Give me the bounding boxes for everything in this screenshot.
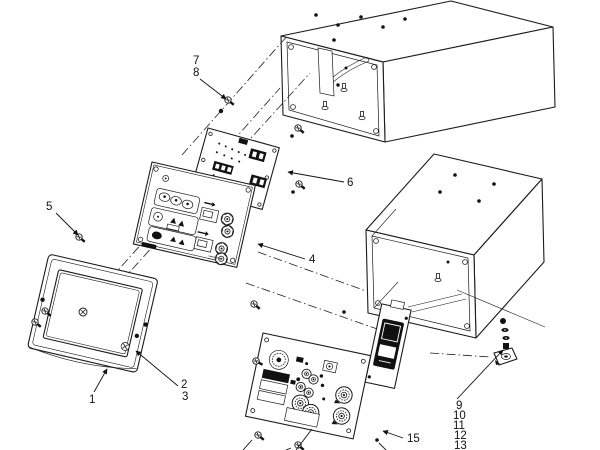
screw-item7 <box>222 94 237 108</box>
interior-bracket <box>317 47 370 121</box>
panel-fine-print <box>207 255 223 261</box>
button-row-1 <box>153 188 201 214</box>
display-bezel <box>27 254 158 373</box>
front-panel <box>132 161 256 268</box>
fuse-holder-knob <box>268 349 289 370</box>
callout-8: 8 <box>193 67 199 79</box>
spacer-item12 <box>503 343 509 349</box>
callout-5: 5 <box>46 201 52 213</box>
blank-label-plate <box>284 407 320 428</box>
rear-panel <box>244 332 372 440</box>
top-holes <box>438 173 496 203</box>
bezel-screw <box>120 342 130 351</box>
label-stack <box>256 368 296 406</box>
callout-10: 10 <box>453 410 466 422</box>
pcb-connector <box>238 137 249 146</box>
pcb-screw <box>293 178 308 192</box>
callout-2: 2 <box>181 379 187 391</box>
pcb-screw <box>292 122 307 136</box>
top-holes <box>314 13 407 42</box>
callout-15: 15 <box>407 433 420 445</box>
mounting-hardware-stack <box>493 318 518 366</box>
bnc-cluster <box>290 367 326 423</box>
button-row-2 <box>148 207 199 236</box>
cable-clamp-item13 <box>493 347 518 366</box>
remote-connector <box>322 359 338 374</box>
terminal-block <box>212 160 234 175</box>
callouts: 1 2 3 4 5 6 7 8 9 10 11 12 13 15 <box>46 55 504 450</box>
callout-11: 11 <box>453 420 465 432</box>
power-entry-module <box>373 318 404 370</box>
callout-3: 3 <box>182 391 188 403</box>
washer-item8 <box>218 108 224 114</box>
bezel-center-screw <box>78 307 88 317</box>
callout-7: 7 <box>193 55 199 67</box>
callout-13: 13 <box>454 440 467 450</box>
rear-screw <box>252 429 267 443</box>
power-led <box>162 175 170 182</box>
brand-logo <box>141 241 157 250</box>
component-block <box>295 356 304 363</box>
power-entry-bracket <box>364 293 467 389</box>
callout-12: 12 <box>454 430 467 442</box>
callout-6: 6 <box>347 177 353 189</box>
front-enclosure-box <box>280 0 556 143</box>
callout-9: 9 <box>456 400 462 412</box>
antenna-connectors <box>331 384 355 427</box>
callout-1: 1 <box>89 394 95 406</box>
screw-item9 <box>500 318 506 324</box>
connector-group-bottom <box>193 231 230 267</box>
callout-4: 4 <box>309 254 316 266</box>
terminal-block <box>248 148 267 163</box>
connector-group-top <box>199 201 236 240</box>
rear-screw <box>248 298 263 312</box>
screw-item5 <box>73 231 88 245</box>
fasteners <box>29 94 387 450</box>
